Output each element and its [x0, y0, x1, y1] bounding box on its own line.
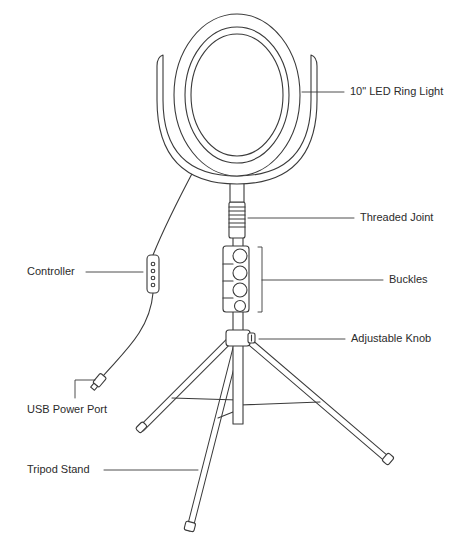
leader-lines	[75, 92, 383, 470]
part-label: 10" LED Ring Light	[350, 85, 443, 98]
part-label: Controller	[27, 265, 75, 278]
adjustable-knob	[248, 333, 255, 343]
usb-plug	[90, 373, 107, 391]
part-label: Tripod Stand	[27, 463, 90, 476]
buckle-group	[223, 246, 249, 312]
power-cable	[153, 168, 195, 255]
led-ring	[174, 14, 300, 176]
part-label: Buckles	[389, 273, 428, 286]
power-cable	[103, 293, 153, 376]
part-label: Threaded Joint	[360, 211, 433, 224]
threaded-joint	[229, 202, 245, 238]
part-label: USB Power Port	[27, 403, 107, 416]
part-label: Adjustable Knob	[351, 332, 431, 345]
tripod-legs	[135, 342, 394, 532]
tripod-hub	[226, 330, 250, 346]
controller-box	[147, 255, 159, 293]
